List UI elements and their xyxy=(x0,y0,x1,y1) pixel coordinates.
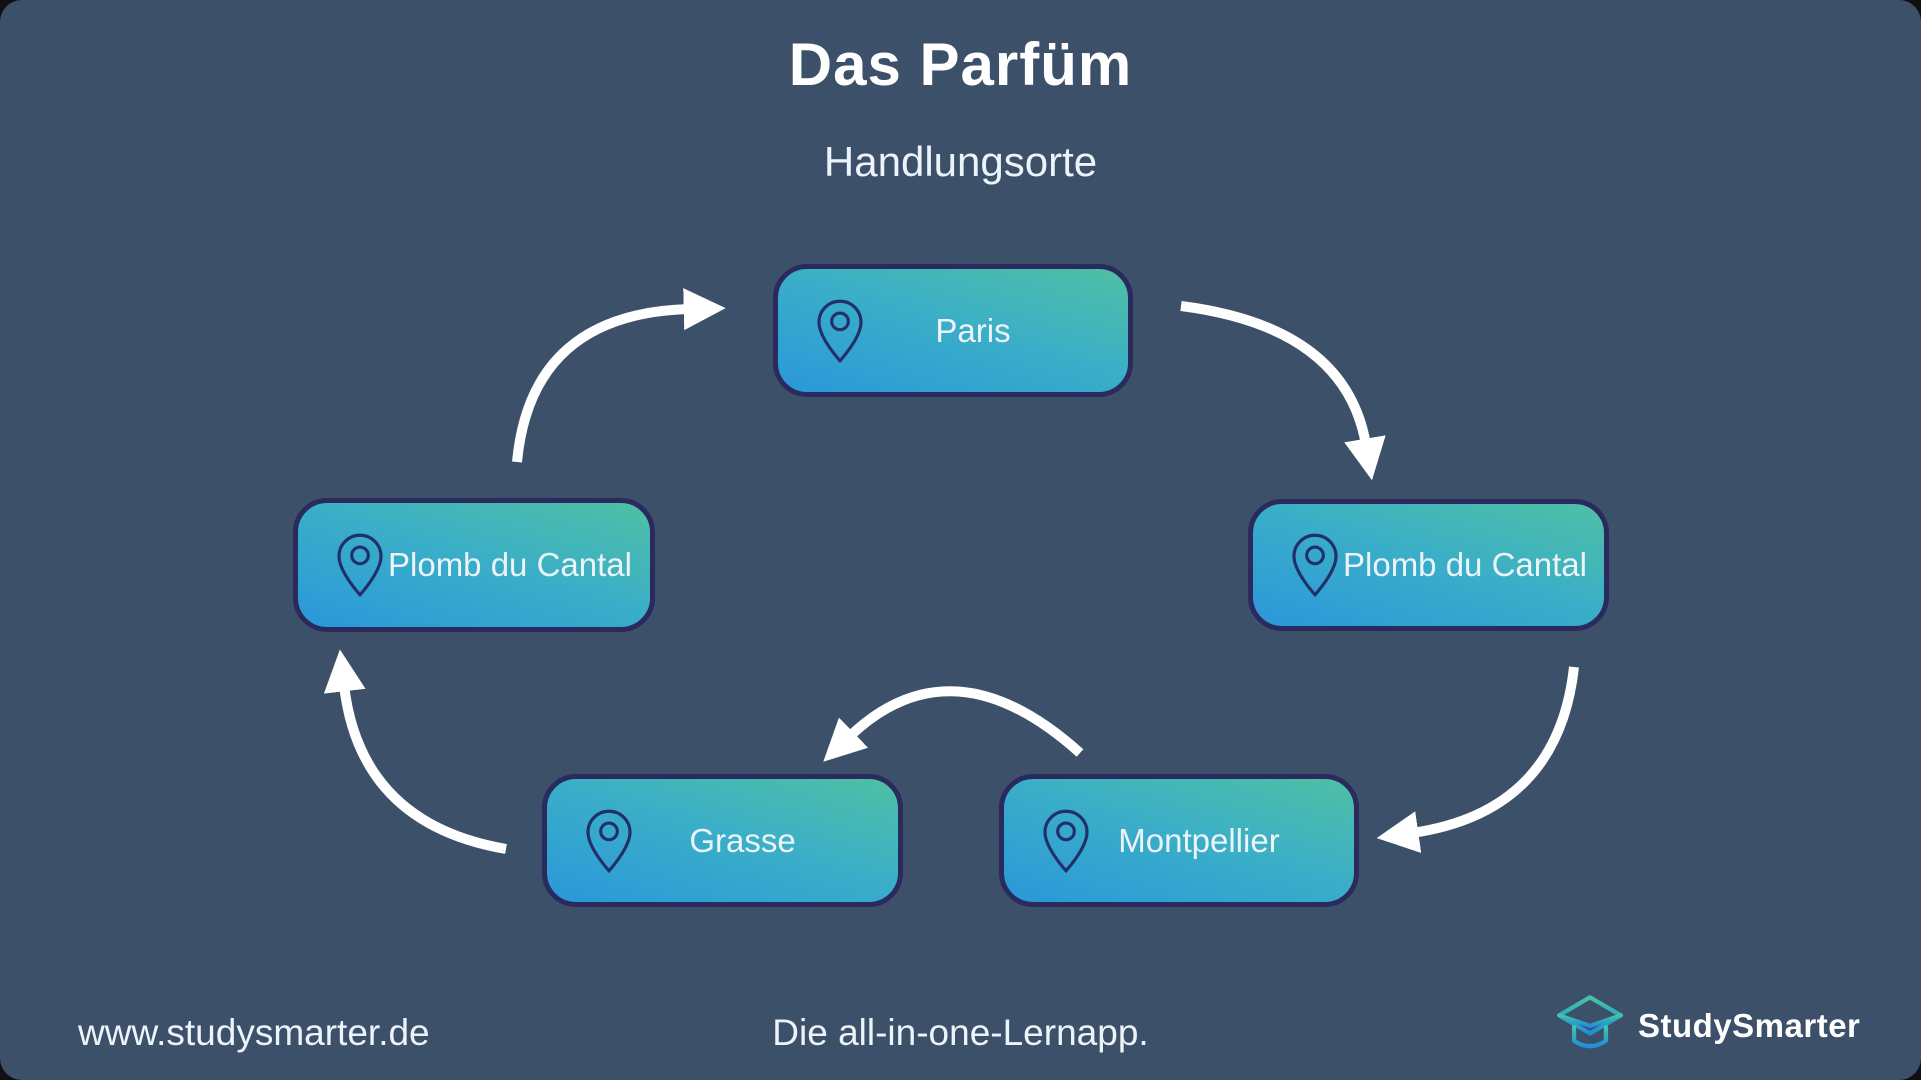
node-grasse: Grasse xyxy=(542,774,903,907)
node-label: Plomb du Cantal xyxy=(1343,546,1587,583)
node-plomb-du-cantal-right: Plomb du Cantal xyxy=(1248,499,1609,631)
node-plomb-du-cantal-left: Plomb du Cantal xyxy=(293,498,655,632)
node-label: Grasse xyxy=(689,821,796,859)
arrow-plomb-left-to-paris xyxy=(512,288,726,463)
node-label: Montpellier xyxy=(1118,821,1280,859)
location-pin-icon xyxy=(1043,809,1089,873)
arrow-plomb-right-to-montpellier xyxy=(1376,666,1579,853)
arrow-paris-to-plomb-right xyxy=(1180,301,1386,481)
arrow-grasse-to-plomb-left xyxy=(323,649,507,854)
footer-tagline: Die all-in-one-Lernapp. xyxy=(772,1012,1149,1053)
location-pin-icon xyxy=(817,299,863,363)
page-subtitle: Handlungsorte xyxy=(823,138,1098,185)
page-title: Das Parfüm xyxy=(788,31,1133,98)
arrow-montpellier-to-grasse xyxy=(823,686,1084,762)
node-paris: Paris xyxy=(773,264,1133,397)
studysmarter-logo: StudySmarter xyxy=(1556,994,1860,1058)
node-label: Paris xyxy=(935,311,1011,349)
location-pin-icon xyxy=(1292,533,1338,598)
graduation-cap-icon xyxy=(1557,995,1623,1049)
brand-name: StudySmarter xyxy=(1638,1007,1861,1044)
location-pin-icon xyxy=(586,809,632,873)
node-montpellier: Montpellier xyxy=(999,774,1359,907)
location-pin-icon xyxy=(337,533,383,598)
node-label: Plomb du Cantal xyxy=(388,546,632,583)
footer-website-url: www.studysmarter.de xyxy=(78,1012,430,1053)
